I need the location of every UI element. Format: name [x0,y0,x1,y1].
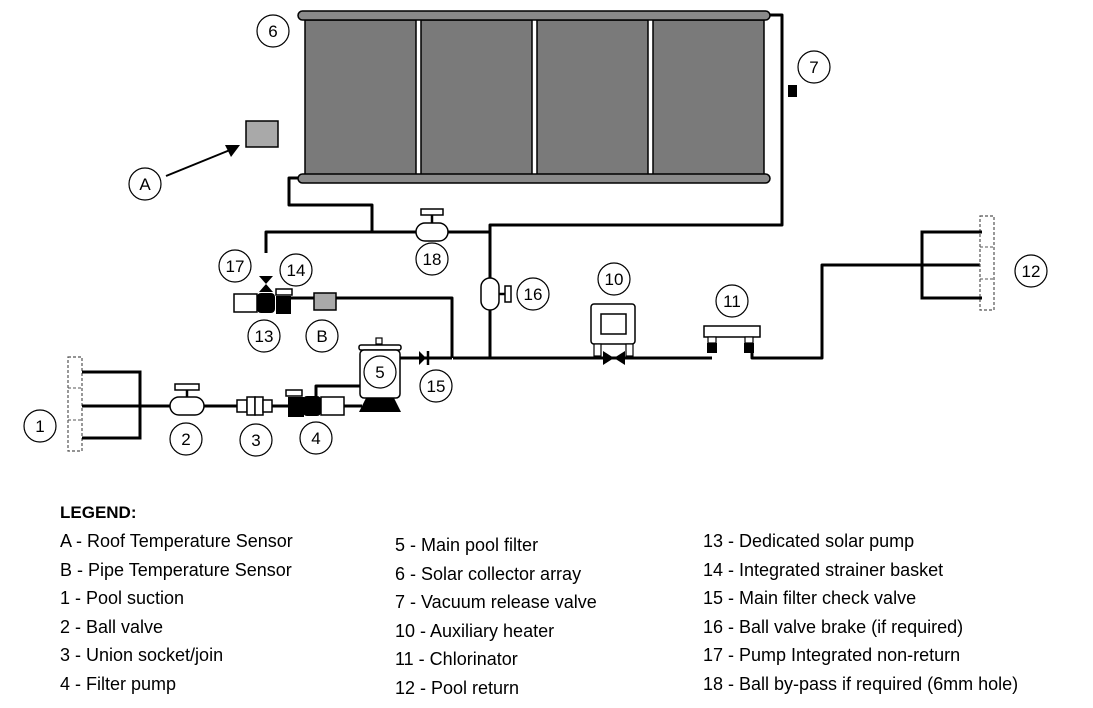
legend-item: 18 - Ball by-pass if required (6mm hole) [703,673,1019,694]
pipe-pump-to-filter [314,384,362,400]
callout-3: 3 [239,423,273,457]
callout-2: 2 [169,422,203,456]
legend-item: 17 - Pump Integrated non-return [703,645,961,665]
pipe-temperature-sensor [313,292,337,311]
callout-A: A [128,167,162,201]
legend-item: 3 - Union socket/join [60,645,224,665]
pool-suction [67,356,142,452]
chlorinator [703,325,761,353]
sensor-arrow [165,145,240,177]
pipe-solar-pump-riser [264,230,372,253]
vacuum-release-valve [788,85,797,97]
legend-item: 13 - Dedicated solar pump [703,531,915,551]
svg-text:6: 6 [268,22,277,41]
pool-return [920,215,995,311]
svg-text:1: 1 [35,417,44,436]
callout-17: 17 [218,249,252,283]
main-filter-check-valve [419,351,430,365]
pipe-solar-pump-suction [291,296,454,358]
svg-text:2: 2 [181,430,190,449]
svg-text:7: 7 [809,58,818,77]
callout-1: 1 [23,409,57,443]
legend-item: 15 - Main filter check valve [703,588,917,608]
auxiliary-heater [590,303,636,365]
svg-text:A: A [139,175,151,194]
bypass-ball-valve [415,208,449,242]
legend-item: 6 - Solar collector array [395,563,582,584]
svg-text:4: 4 [311,429,320,448]
callout-B: B [305,319,339,353]
legend-title: LEGEND: [60,503,137,522]
svg-text:15: 15 [427,377,446,396]
callout-12: 12 [1014,254,1048,288]
filter-pump [285,389,345,417]
legend-column-3: 13 - Dedicated solar pump 14 - Integrate… [703,527,1018,698]
union-socket [236,396,273,416]
svg-text:14: 14 [287,261,306,280]
legend-item: 10 - Auxiliary heater [395,620,555,641]
legend-item: 5 - Main pool filter [395,535,539,555]
callout-6: 6 [256,14,290,48]
callout-5: 5 [363,355,397,389]
legend-item: A - Roof Temperature Sensor [60,531,293,551]
dedicated-solar-pump [233,288,293,314]
callout-15: 15 [419,369,453,403]
pipe-chlorinator-to-return [750,263,982,360]
callout-10: 10 [597,262,631,296]
legend-item: 12 - Pool return [395,677,520,698]
svg-text:B: B [316,327,327,346]
legend-item: 4 - Filter pump [60,673,177,694]
callout-16: 16 [516,277,550,311]
callout-11: 11 [715,284,749,318]
svg-text:3: 3 [251,431,260,450]
ball-valve [169,383,205,416]
svg-text:13: 13 [255,327,274,346]
svg-text:11: 11 [723,292,741,311]
callout-7: 7 [797,50,831,84]
legend-column-1: A - Roof Temperature Sensor B - Pipe Tem… [60,527,293,698]
callout-labels: 1 2 3 4 5 6 7 10 11 12 13 14 15 16 17 18… [23,14,1048,457]
callout-13: 13 [247,319,281,353]
legend-item: 11 - Chlorinator [395,649,518,669]
plumbing-diagram: 1 2 3 4 5 6 7 10 11 12 13 14 15 16 17 18… [23,10,1048,457]
legend-column-2: 5 - Main pool filter 6 - Solar collector… [395,531,597,702]
pipe-return-from-collectors [488,13,784,262]
legend-item: 1 - Pool suction [60,588,185,608]
legend-item: 16 - Ball valve brake (if required) [703,616,964,637]
svg-text:16: 16 [524,285,543,304]
pipe-collector-feed [287,176,490,234]
solar-collector-array [297,10,771,184]
legend-item: 2 - Ball valve [60,616,164,637]
roof-temperature-sensor [245,120,279,148]
svg-text:10: 10 [605,270,624,289]
callout-18: 18 [415,242,449,276]
svg-text:17: 17 [226,257,245,276]
legend-item: 14 - Integrated strainer basket [703,559,944,580]
pump-non-return-valve [259,276,273,292]
callout-4: 4 [299,421,333,455]
svg-text:18: 18 [423,250,442,269]
svg-text:5: 5 [375,363,384,382]
ball-valve-brake [480,277,512,311]
legend-item: B - Pipe Temperature Sensor [60,559,292,580]
svg-text:12: 12 [1022,262,1041,281]
legend-item: 7 - Vacuum release valve [395,592,597,612]
callout-14: 14 [279,253,313,287]
